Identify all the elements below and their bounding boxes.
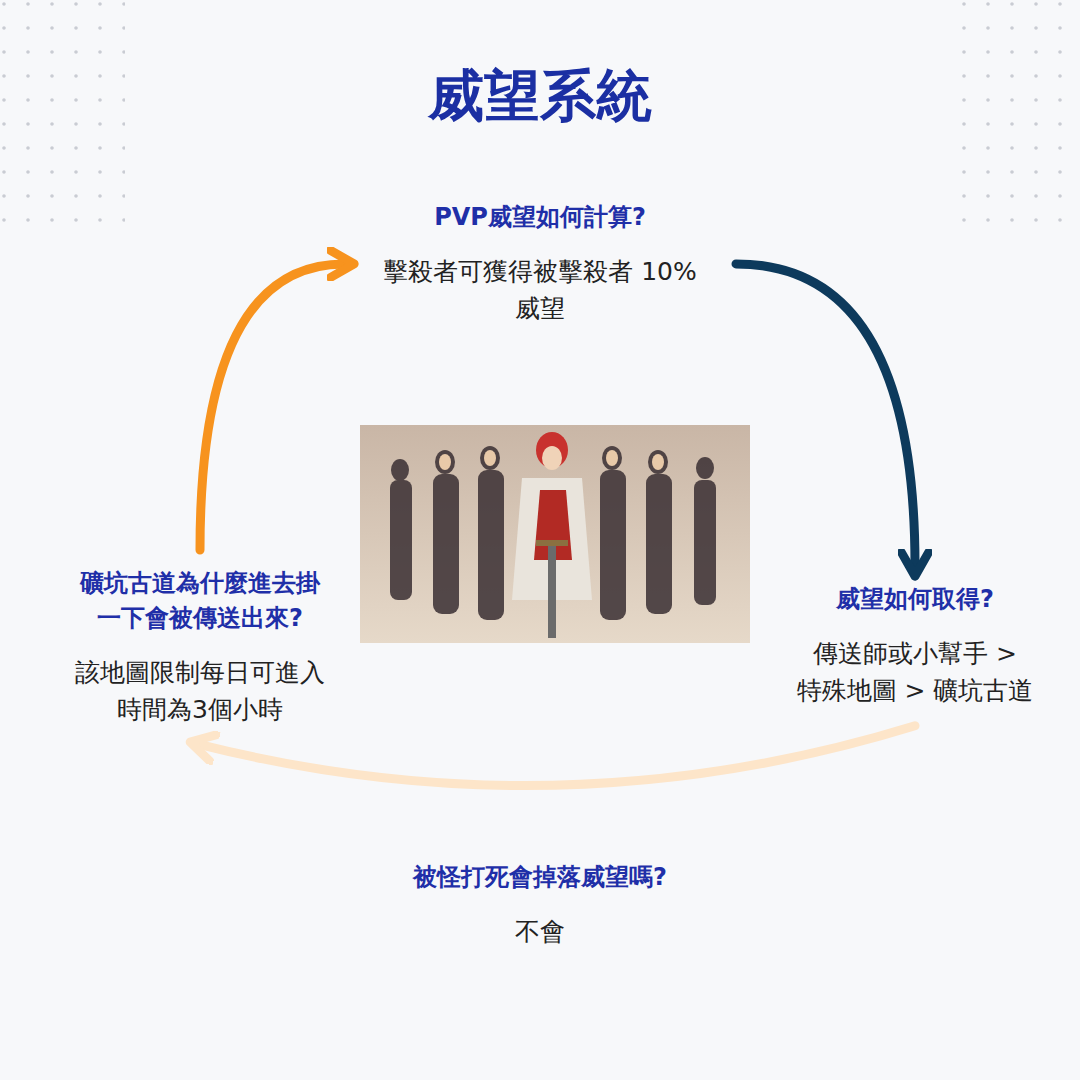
dot-pattern [0, 0, 125, 225]
character-illustration [360, 425, 750, 643]
cycle-arrow [200, 264, 344, 550]
answer-text: 該地圖限制每日可進入 時間為3個小時 [35, 654, 365, 729]
cycle-arrow [200, 726, 915, 786]
question-answer-block: 威望如何取得? 傳送師或小幫手 > 特殊地圖 > 礦坑古道 [765, 582, 1065, 710]
cycle-arrow [736, 264, 915, 566]
question-heading: 威望如何取得? [765, 582, 1065, 617]
question-answer-block: 礦坑古道為什麼進去掛 一下會被傳送出來? 該地圖限制每日可進入 時間為3個小時 [35, 566, 365, 729]
answer-text: 傳送師或小幫手 > 特殊地圖 > 礦坑古道 [765, 635, 1065, 710]
question-heading: PVP威望如何計算? [360, 200, 720, 235]
question-answer-block: PVP威望如何計算? 擊殺者可獲得被擊殺者 10%威望 [360, 200, 720, 328]
answer-text: 擊殺者可獲得被擊殺者 10%威望 [360, 253, 720, 328]
dot-pattern [958, 0, 1080, 225]
diagram-title: 威望系統 [0, 62, 1080, 129]
question-heading: 礦坑古道為什麼進去掛 一下會被傳送出來? [35, 566, 365, 636]
answer-text: 不會 [360, 913, 720, 951]
question-heading: 被怪打死會掉落威望嗎? [360, 860, 720, 895]
question-answer-block: 被怪打死會掉落威望嗎? 不會 [360, 860, 720, 950]
